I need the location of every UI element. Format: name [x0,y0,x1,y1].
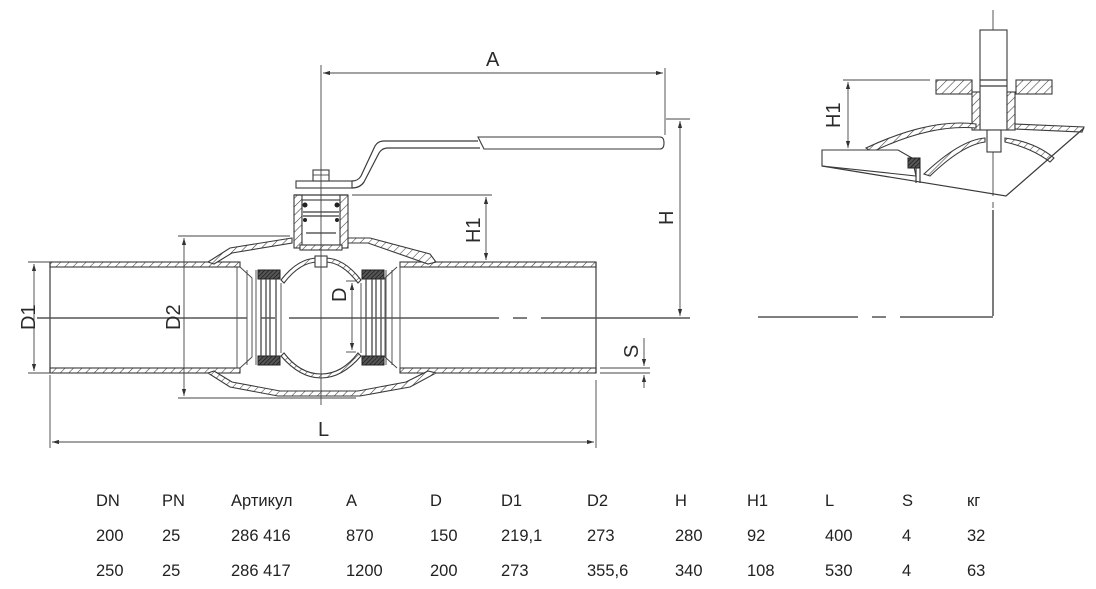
dimension-h: H [656,118,690,316]
table-cell: 870 [346,527,374,545]
table-cell: 200 [96,527,124,545]
table-cell: 1200 [346,562,383,580]
table-cell: 273 [587,527,615,545]
table-cell: 92 [747,527,766,545]
stem-housing [293,194,349,268]
table-cell: 25 [162,562,181,580]
dimension-a: A [323,49,666,135]
table-header-cell: PN [162,492,185,510]
table-cell: 4 [902,562,912,580]
label-d1: D1 [18,304,40,330]
table-header-cell: A [346,492,358,510]
table-cell: 340 [675,562,703,580]
table-cell: 25 [162,527,181,545]
table-header-cell: Артикул [231,492,293,510]
dimension-d1: D1 [18,261,50,374]
table-header-cell: D [430,492,442,510]
table-header-cell: D2 [587,492,609,510]
table-cell: 250 [96,562,124,580]
label-s: S [621,345,643,358]
table-row: 250 25 286 417 1200 200 273 355,6 340 108 530 4 63 [96,554,1027,589]
label-l: L [318,419,329,441]
table-header-cell: D1 [501,492,523,510]
handle-lever [295,136,665,189]
stem-detail-view: H1 [758,10,1085,318]
table-cell: 355,6 [587,562,629,580]
dimension-d2: D2 [163,235,356,399]
left-pipe [49,261,248,374]
body-shell-upper [206,237,293,265]
label-h: H [656,211,678,225]
table-cell: 286 416 [231,527,291,545]
table-cell: 400 [825,527,853,545]
handle-grip [477,136,665,150]
table-cell: 4 [902,527,912,545]
table-row: 200 25 286 416 870 150 219,1 273 280 92 400 4 32 [96,519,1027,554]
valve-section-view: A H H1 D D1 [18,49,690,448]
label-h1: H1 [463,217,485,243]
table-cell: 219,1 [501,527,543,545]
table-header-cell: S [902,492,914,510]
table-cell: 200 [430,562,458,580]
table-header-cell: L [825,492,835,510]
valve-drawing: A H H1 D D1 [18,10,1085,448]
table-cell: 530 [825,562,853,580]
table-cell: 108 [747,562,775,580]
table-cell: 63 [967,562,986,580]
table-cell: 280 [675,527,703,545]
dimension-l: L [49,375,597,448]
dimension-h1: H1 [352,194,492,260]
table-header-cell: H1 [747,492,769,510]
table-header-cell: H [675,492,687,510]
table-cell: 273 [501,562,529,580]
label-d2: D2 [163,304,185,330]
table-cell: 150 [430,527,458,545]
label-h1-detail: H1 [823,102,845,128]
table-cell: 286 417 [231,562,291,580]
table-cell: 32 [967,527,986,545]
label-a: A [486,49,500,71]
table-header-cell: кг [967,492,981,510]
body-shell-lower [206,370,438,397]
dimension-s: S [600,338,650,388]
ball [280,257,362,379]
label-d: D [329,288,351,302]
dimension-d: D [329,280,356,353]
table-header-cell: DN [96,492,120,510]
